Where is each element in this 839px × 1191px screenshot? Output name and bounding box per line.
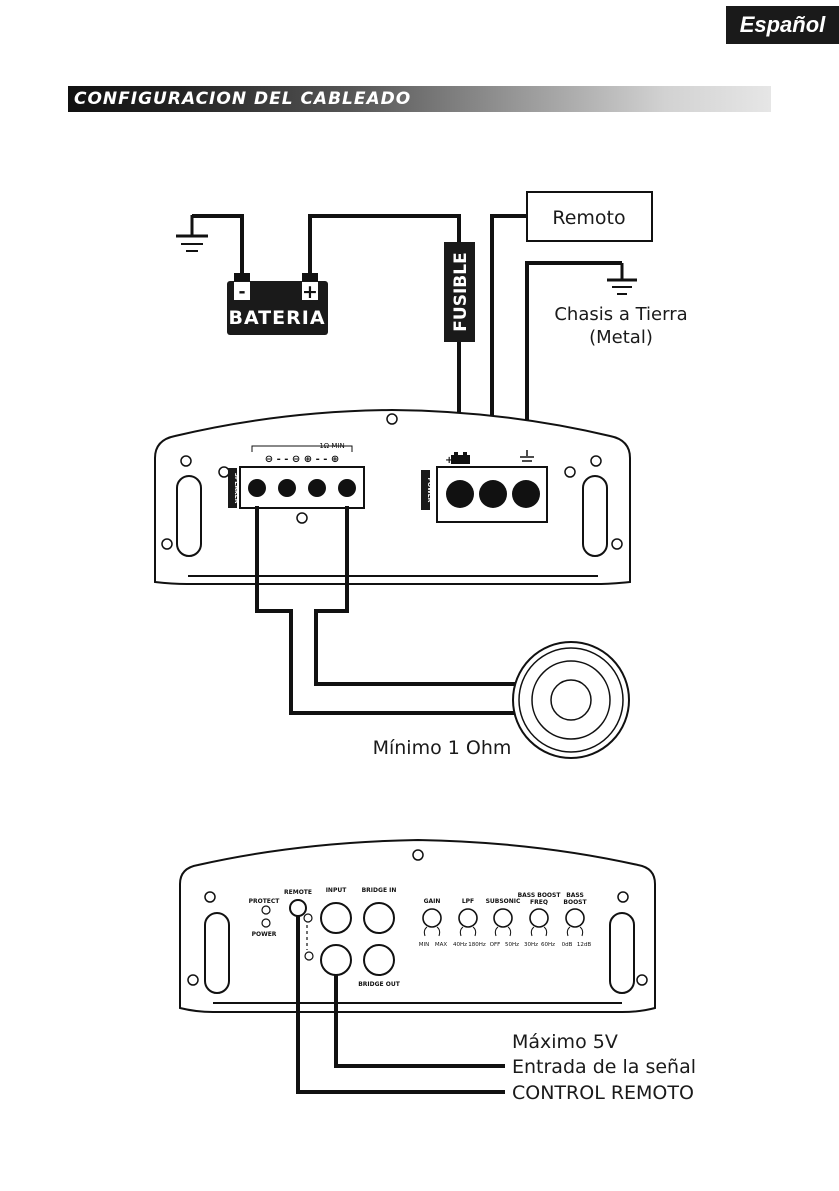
speaker-wire-inner bbox=[314, 506, 540, 686]
control-label-2: FREQ bbox=[530, 899, 548, 906]
protect-led bbox=[261, 905, 271, 915]
bridge-out-label: BRIDGE OUT bbox=[358, 981, 400, 988]
section-title: CONFIGURACION DEL CABLEADO bbox=[74, 89, 412, 109]
power-terminal-block: POWER + bbox=[421, 450, 548, 523]
control-knob bbox=[458, 908, 478, 928]
min-impedance-tag: 1Ω MIN bbox=[319, 442, 344, 450]
control-max-label: 180Hz bbox=[468, 942, 486, 948]
remote-control-wire bbox=[296, 916, 505, 1094]
knob-arc-right bbox=[472, 926, 477, 937]
knob-arc-right bbox=[543, 926, 548, 937]
knob-arc-right bbox=[436, 926, 441, 937]
bridge-in-label: BRIDGE IN bbox=[362, 887, 397, 894]
control-max-label: 12dB bbox=[577, 942, 591, 948]
fuse-label: FUSIBLE bbox=[451, 252, 471, 331]
ground-wire bbox=[192, 214, 244, 276]
control-label: BASS bbox=[566, 892, 584, 899]
knob-arc-right bbox=[507, 926, 512, 937]
knob-arc-right bbox=[579, 926, 584, 937]
power-wire bbox=[308, 214, 461, 276]
speaker-wire-outer bbox=[255, 506, 540, 715]
svg-text:+: + bbox=[445, 455, 453, 466]
control-max-label: 50Hz bbox=[505, 942, 519, 948]
control-2: SUBSONIC OFF 50Hz bbox=[486, 898, 521, 948]
knob-arc-left bbox=[494, 926, 499, 937]
control-max-label: MAX bbox=[435, 942, 448, 948]
control-label-2: BOOST bbox=[563, 899, 587, 906]
chassis-ground-icon bbox=[607, 263, 637, 295]
speaker-icon bbox=[512, 641, 630, 759]
battery-ground-icon bbox=[176, 215, 208, 252]
knob-arc-left bbox=[459, 926, 464, 937]
control-min-label: 0dB bbox=[562, 942, 573, 948]
language-tab: Español bbox=[726, 6, 839, 44]
amplifier-front-panel bbox=[179, 838, 656, 1013]
control-knob bbox=[422, 908, 442, 928]
control-knob bbox=[493, 908, 513, 928]
control-label: SUBSONIC bbox=[486, 898, 521, 905]
control-0: GAIN MIN MAX bbox=[419, 898, 448, 948]
fuse-icon: FUSIBLE bbox=[444, 242, 475, 342]
signal-input-label: Entrada de la señal bbox=[512, 1056, 696, 1078]
protect-label: PROTECT bbox=[249, 898, 281, 905]
control-min-label: OFF bbox=[490, 942, 501, 948]
control-min-label: 30Hz bbox=[524, 942, 538, 948]
control-knob bbox=[565, 908, 585, 928]
power-led bbox=[261, 918, 271, 928]
power-block-label: POWER bbox=[426, 478, 433, 503]
power-label: POWER bbox=[252, 931, 277, 938]
control-knob bbox=[529, 908, 549, 928]
input-rca-top bbox=[320, 902, 352, 934]
speaker-block-label: SPEAKER bbox=[233, 473, 240, 504]
control-min-label: 40Hz bbox=[453, 942, 467, 948]
control-max-label: 60Hz bbox=[541, 942, 555, 948]
knob-arc-left bbox=[423, 926, 428, 937]
battery-plus-label: + bbox=[302, 281, 318, 303]
battery-minus-label: - bbox=[238, 282, 245, 302]
knob-arc-left bbox=[530, 926, 535, 937]
control-label: LPF bbox=[462, 898, 474, 905]
remote-box-label: Remoto bbox=[552, 207, 625, 229]
remote-box bbox=[526, 191, 653, 242]
chassis-label-line2: (Metal) bbox=[589, 327, 653, 348]
remote-label: REMOTE bbox=[284, 889, 312, 896]
chassis-label-line1: Chasis a Tierra bbox=[554, 304, 687, 325]
remote-jack-knob-mark bbox=[303, 913, 313, 923]
max-voltage-label: Máximo 5V bbox=[512, 1031, 618, 1053]
chassis-ground-wire bbox=[525, 261, 622, 448]
battery-icon: - + BATERIA bbox=[227, 273, 328, 335]
control-min-label: MIN bbox=[419, 942, 429, 948]
battery-label: BATERIA bbox=[228, 307, 325, 329]
control-label: GAIN bbox=[424, 898, 441, 905]
speaker-label: Mínimo 1 Ohm bbox=[373, 737, 512, 759]
input-label: INPUT bbox=[326, 887, 348, 894]
svg-text:⊖ - - ⊖ ⊕ - - ⊕: ⊖ - - ⊖ ⊕ - - ⊕ bbox=[265, 454, 340, 465]
bridge-in-rca bbox=[363, 902, 395, 934]
amplifier-top-panel bbox=[154, 408, 631, 585]
signal-wire bbox=[334, 975, 505, 1068]
remote-wire bbox=[490, 214, 527, 448]
remote-control-label: CONTROL REMOTO bbox=[512, 1082, 694, 1104]
knob-arc-left bbox=[566, 926, 571, 937]
speaker-terminal-block: SPEAKER 1Ω MIN ⊖ - - ⊖ ⊕ - - ⊕ bbox=[228, 442, 365, 509]
control-label: BASS BOOST bbox=[518, 892, 562, 899]
section-header: CONFIGURACION DEL CABLEADO bbox=[68, 86, 771, 112]
bridge-out-rca bbox=[363, 944, 395, 976]
